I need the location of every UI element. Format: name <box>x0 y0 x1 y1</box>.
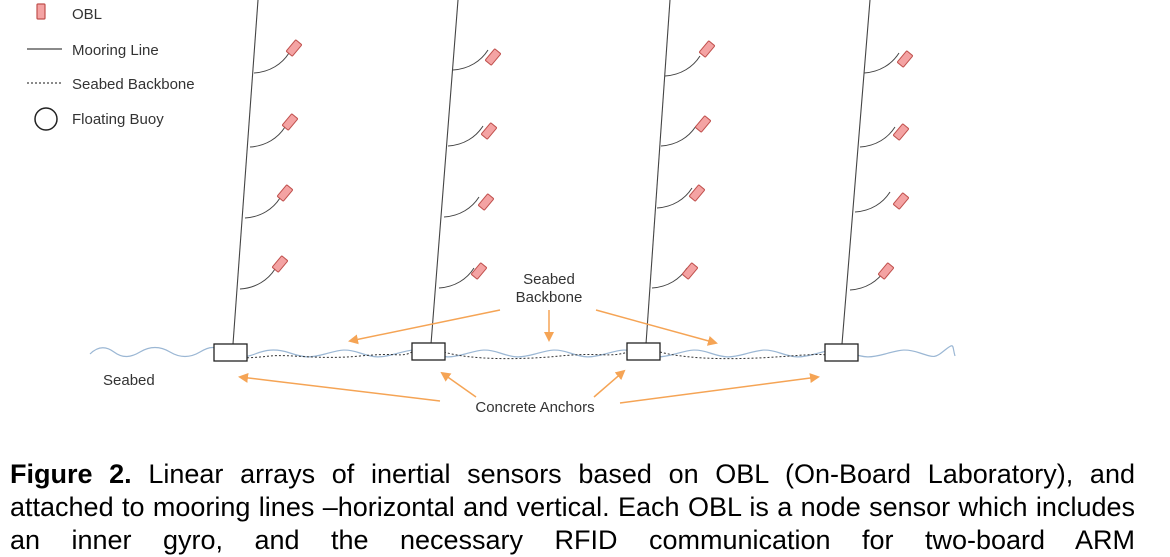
obl-tether <box>239 268 276 290</box>
legend-mooring-line-label: Mooring Line <box>72 42 159 59</box>
mooring-line <box>841 0 871 345</box>
backbone-arrow-left <box>348 309 501 345</box>
obl-sensor <box>277 184 293 202</box>
legend-obl-label: OBL <box>72 6 102 23</box>
obl-tether <box>651 267 688 289</box>
obl-sensor <box>481 122 497 140</box>
obl-sensor <box>286 39 302 57</box>
seabed-label: Seabed <box>103 372 155 389</box>
obl-tether <box>447 125 484 147</box>
backbone-arrows <box>348 309 718 346</box>
obl-sensor <box>897 50 913 68</box>
obl-sensor <box>695 115 711 133</box>
seabed-backbone-label-line1: Seabed <box>523 271 575 288</box>
obl-tether <box>452 49 489 71</box>
obl-tether <box>660 125 697 147</box>
anchor-arrows <box>238 369 820 404</box>
anchor-arrow-2 <box>440 371 477 398</box>
obl-tether <box>863 52 900 74</box>
seabed-backbone-label-line2: Backbone <box>516 289 583 306</box>
mooring-line <box>232 0 259 345</box>
obl-sensor <box>893 192 909 210</box>
mooring-array-1 <box>213 0 302 362</box>
obl-sensor <box>471 262 487 280</box>
mooring-array-4 <box>824 0 913 362</box>
obl-tether <box>854 191 891 213</box>
obl-tether <box>438 267 475 289</box>
mooring-array-2 <box>411 0 501 361</box>
obl-tether <box>244 197 281 219</box>
concrete-anchors-label: Concrete Anchors <box>475 399 594 416</box>
concrete-anchor <box>411 342 446 361</box>
anchor-arrow-4 <box>619 373 820 404</box>
obl-sensor <box>282 113 298 131</box>
figure-caption: Figure 2. Linear arrays of inertial sens… <box>10 458 1135 557</box>
mooring-line <box>430 0 459 345</box>
obl-tether <box>249 126 286 148</box>
concrete-anchor <box>626 342 661 361</box>
obl-sensor <box>682 262 698 280</box>
legend-floating-buoy-label: Floating Buoy <box>72 111 164 128</box>
obl-sensor <box>478 193 494 211</box>
obl-tether <box>443 196 480 218</box>
obl-sensor <box>485 48 501 66</box>
obl-sensor <box>699 40 715 58</box>
concrete-anchor <box>213 343 248 362</box>
caption-text: Linear arrays of inertial sensors based … <box>10 459 1135 555</box>
obl-tether <box>656 187 693 209</box>
mooring-line <box>645 0 671 345</box>
obl-sensor <box>893 123 909 141</box>
floating-buoy-legend-icon <box>34 107 58 131</box>
legend-seabed-backbone-label: Seabed Backbone <box>72 76 195 93</box>
caption-label: Figure 2. <box>10 459 132 489</box>
mooring-array-3 <box>626 0 715 361</box>
obl-sensor <box>272 255 288 273</box>
obl-legend-icon <box>36 3 46 20</box>
obl-sensor <box>878 262 894 280</box>
anchor-arrow-3 <box>593 369 626 398</box>
mooring-array-diagram: OBL Mooring Line Seabed Backbone Floatin… <box>27 0 956 416</box>
anchor-arrow-1 <box>238 372 441 402</box>
obl-tether <box>664 55 701 77</box>
obl-sensor <box>689 184 705 202</box>
concrete-anchor <box>824 343 859 362</box>
obl-tether <box>253 52 290 74</box>
seabed-backbone-line <box>219 351 827 360</box>
backbone-arrow-right <box>595 309 718 346</box>
legend: OBL Mooring Line Seabed Backbone Floatin… <box>27 3 195 131</box>
obl-tether <box>859 126 896 148</box>
